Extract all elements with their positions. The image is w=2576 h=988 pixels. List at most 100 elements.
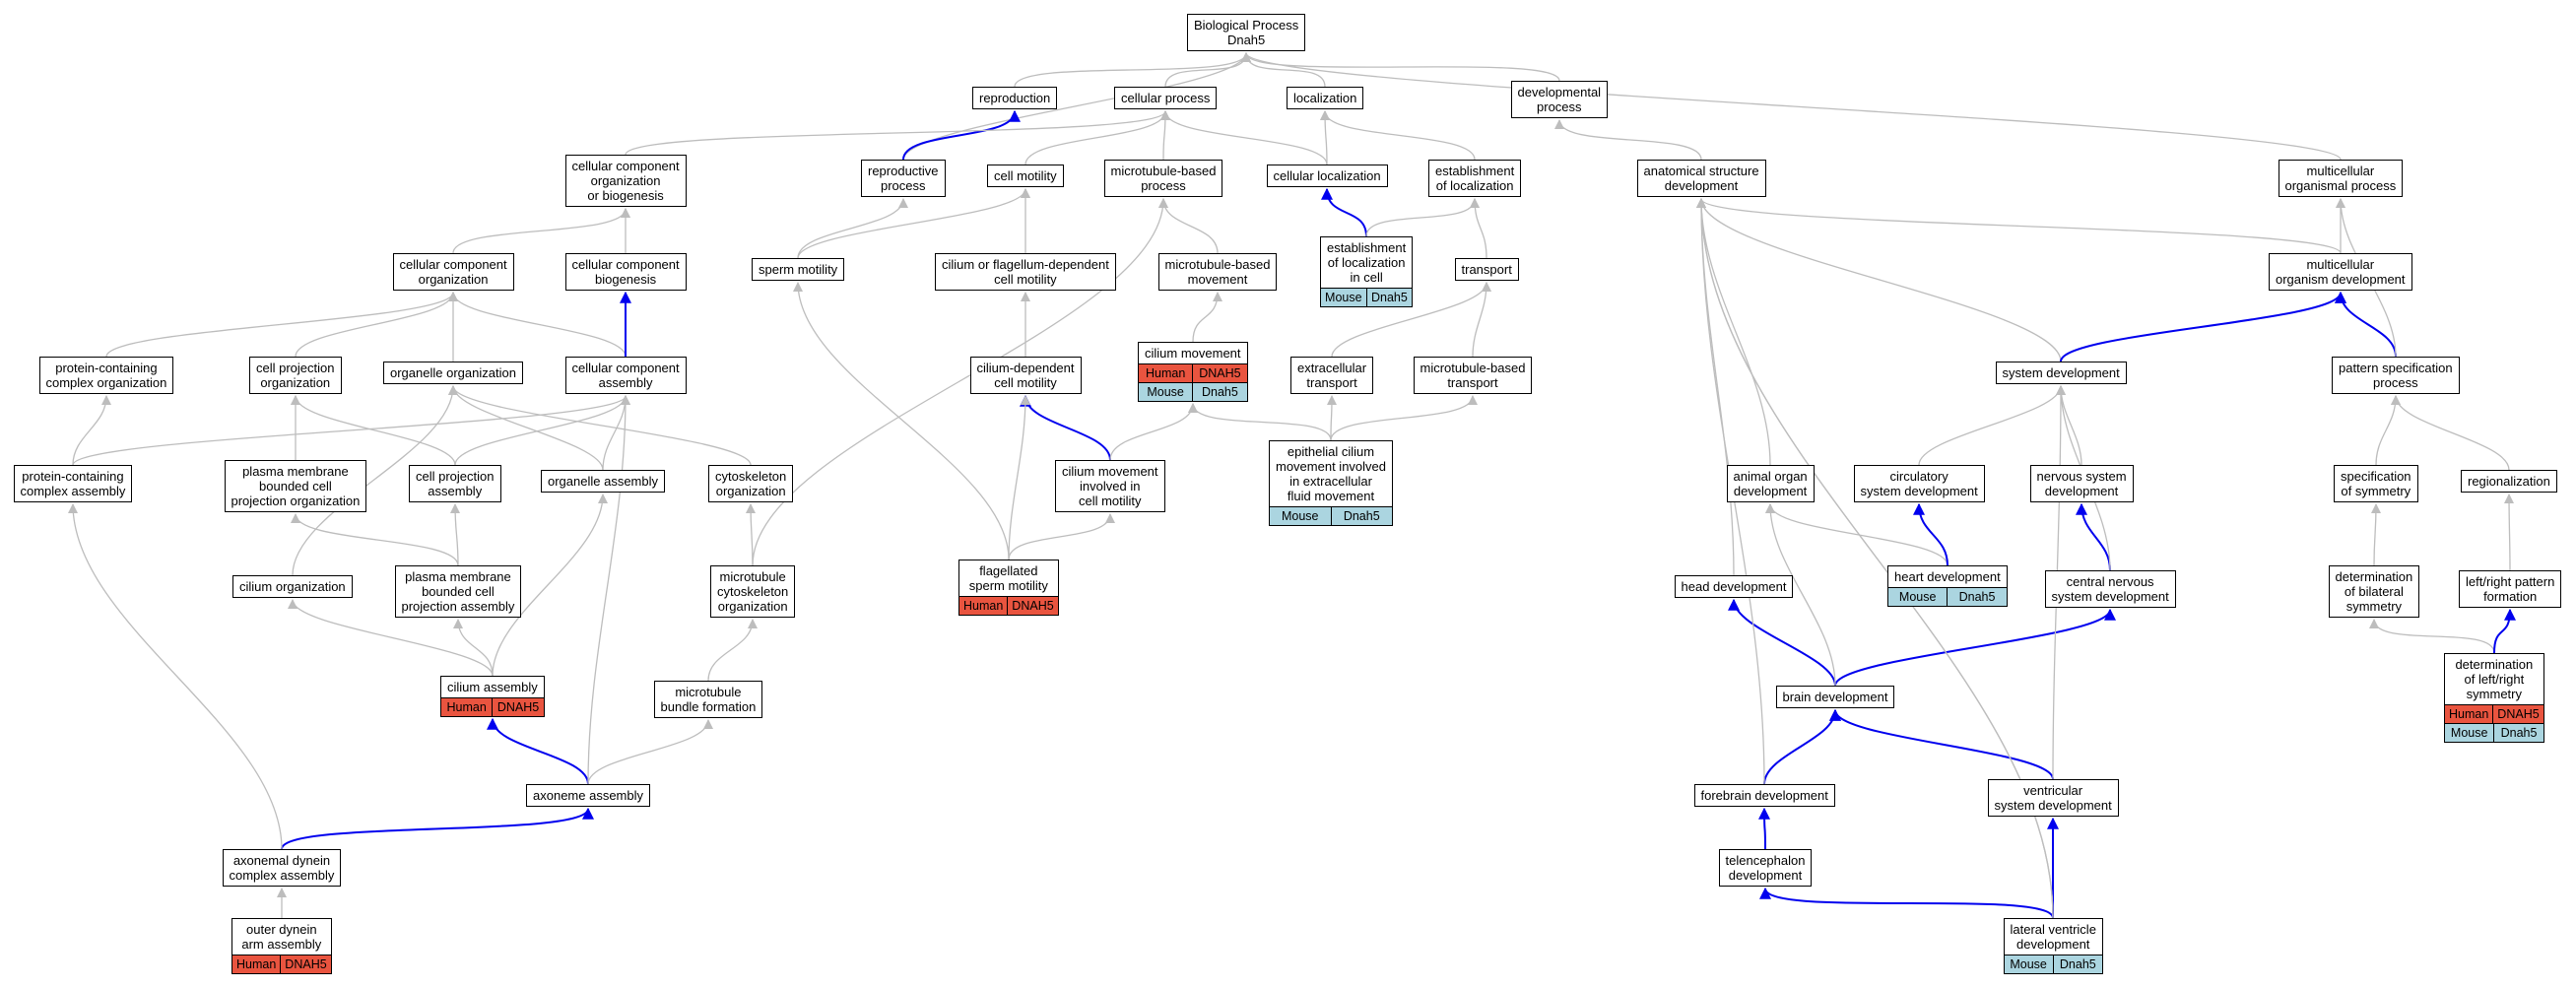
go-term-determination-bilateral-symmetry[interactable]: determination of bilateral symmetry (2328, 565, 2420, 618)
go-term-cilium-organization[interactable]: cilium organization (232, 575, 353, 598)
go-term-cilium-dep-cell-motility[interactable]: cilium-dependent cell motility (969, 357, 1082, 394)
go-term-reproduction[interactable]: reproduction (972, 87, 1058, 109)
go-term-label: protein-containing complex organization (45, 361, 167, 390)
gene-symbol-badge: Dnah5 (1365, 289, 1413, 306)
go-term-pm-bounded-cell-proj-org[interactable]: plasma membrane bounded cell projection … (224, 460, 367, 512)
go-term-multicellular-organism-dev[interactable]: multicellular organism development (2269, 253, 2412, 291)
edge-pm-bounded-cell-proj-assembly-to-pm-bounded-cell-proj-org (291, 513, 459, 566)
go-term-circulatory-system-dev[interactable]: circulatory system development (1853, 465, 1985, 502)
go-term-protein-containing-complex-assembly[interactable]: protein-containing complex assembly (13, 465, 133, 502)
go-term-epithelial-cilium-movement[interactable]: epithelial cilium movement involved in e… (1269, 440, 1393, 526)
go-term-label: lateral ventricle development (2010, 922, 2096, 952)
go-term-cc-biogenesis[interactable]: cellular component biogenesis (564, 253, 687, 291)
go-term-pm-bounded-cell-proj-assembly[interactable]: plasma membrane bounded cell projection … (394, 565, 522, 618)
go-term-regionalization[interactable]: regionalization (2461, 470, 2557, 493)
edge-microtubule-based-transport-to-transport (1472, 282, 1491, 358)
edge-developmental-process-to-root (1241, 52, 1560, 82)
go-term-cell-projection-org[interactable]: cell projection organization (249, 357, 342, 394)
go-term-brain-dev[interactable]: brain development (1775, 686, 1895, 708)
species-badge: Human (232, 955, 281, 973)
go-term-telencephalon-dev[interactable]: telencephalon development (1718, 849, 1813, 887)
go-term-left-right-pattern[interactable]: left/right pattern formation (2459, 570, 2562, 608)
go-term-label: determination of left/right symmetry (2455, 657, 2534, 701)
edge-heart-dev-to-circulatory-system-dev (1913, 502, 1949, 566)
go-term-reproductive-process[interactable]: reproductive process (861, 160, 946, 197)
edge-cilium-assembly-to-pm-bounded-cell-proj-assembly (453, 619, 494, 677)
species-badge: Mouse (1888, 588, 1948, 606)
go-term-forebrain-dev[interactable]: forebrain development (1693, 784, 1835, 807)
edge-forebrain-dev-to-brain-dev (1763, 708, 1841, 785)
species-badge: Mouse (1270, 507, 1331, 525)
go-term-label: system development (2002, 365, 2120, 380)
edge-establishment-loc-in-cell-to-cellular-localization (1321, 187, 1367, 237)
go-term-microtubule-bundle-formation[interactable]: microtubule bundle formation (653, 681, 763, 718)
go-term-protein-containing-complex-org[interactable]: protein-containing complex organization (38, 357, 174, 394)
go-term-head-dev[interactable]: head development (1674, 575, 1794, 598)
edge-cell-projection-org-to-cc-organization (295, 292, 458, 358)
go-term-cellular-process[interactable]: cellular process (1114, 87, 1218, 109)
go-term-animal-organ-dev[interactable]: animal organ development (1726, 465, 1815, 502)
go-term-microtubule-cytoskeleton-org[interactable]: microtubule cytoskeleton organization (710, 565, 796, 618)
go-term-label: microtubule cytoskeleton organization (717, 569, 789, 614)
go-term-microtubule-based-transport[interactable]: microtubule-based transport (1413, 357, 1533, 394)
go-term-extracellular-transport[interactable]: extracellular transport (1290, 357, 1374, 394)
go-term-cc-organization[interactable]: cellular component organization (392, 253, 514, 291)
edge-circulatory-system-dev-to-system-dev (1918, 385, 2066, 466)
go-term-cell-projection-assembly[interactable]: cell projection assembly (409, 465, 501, 502)
go-term-organelle-assembly[interactable]: organelle assembly (541, 470, 666, 493)
go-term-label: multicellular organismal process (2284, 164, 2397, 193)
go-term-cell-motility[interactable]: cell motility (987, 165, 1064, 187)
go-term-organelle-org[interactable]: organelle organization (383, 362, 523, 384)
edge-cilium-assembly-to-organelle-assembly (492, 494, 608, 677)
go-term-label: cellular process (1121, 91, 1211, 105)
go-term-cns-dev[interactable]: central nervous system development (2044, 570, 2176, 608)
go-term-pattern-specification[interactable]: pattern specification process (2332, 357, 2460, 394)
go-term-cilium-flagellum-dep-motility[interactable]: cilium or flagellum-dependent cell motil… (935, 253, 1116, 291)
go-term-transport[interactable]: transport (1454, 258, 1519, 281)
edge-flagellated-sperm-motility-to-cilium-dep-cell-motility (1008, 395, 1030, 560)
go-term-developmental-process[interactable]: developmental process (1510, 81, 1609, 118)
go-term-nervous-system-dev[interactable]: nervous system development (2029, 465, 2134, 502)
go-term-microtubule-based-movement[interactable]: microtubule-based movement (1157, 253, 1278, 291)
edge-cell-projection-assembly-to-cell-projection-org (291, 395, 456, 466)
go-term-cellular-localization[interactable]: cellular localization (1266, 165, 1388, 187)
go-term-system-dev[interactable]: system development (1995, 362, 2127, 384)
go-term-cc-assembly[interactable]: cellular component assembly (564, 357, 687, 394)
go-term-establishment-localization[interactable]: establishment of localization (1428, 160, 1522, 197)
go-term-cytoskeleton-org[interactable]: cytoskeleton organization (708, 465, 794, 502)
go-term-cc-org-biogenesis[interactable]: cellular component organization or bioge… (564, 155, 687, 207)
go-term-axoneme-assembly[interactable]: axoneme assembly (526, 784, 650, 807)
go-term-ventricular-system-dev[interactable]: ventricular system development (1987, 779, 2119, 817)
go-term-specification-symmetry[interactable]: specification of symmetry (2334, 465, 2418, 502)
go-term-root[interactable]: Biological Process Dnah5 (1187, 14, 1306, 51)
go-term-anatomical-structure-dev[interactable]: anatomical structure development (1636, 160, 1766, 197)
go-term-cilium-movement-in-motility[interactable]: cilium movement involved in cell motilit… (1055, 460, 1165, 512)
edge-establishment-loc-in-cell-to-establishment-localization (1365, 198, 1480, 237)
go-term-label: cilium movement (1145, 346, 1241, 361)
edge-regionalization-to-pattern-specification (2391, 395, 2510, 471)
go-term-label: developmental process (1517, 85, 1602, 114)
go-term-label: cell projection organization (256, 361, 335, 390)
edge-microtubule-bundle-formation-to-microtubule-cytoskeleton-org (707, 619, 758, 682)
edge-multicellular-organismal-process-to-root (1241, 52, 2342, 161)
gene-symbol-badge: Dnah5 (1192, 383, 1247, 401)
edge-pm-bounded-cell-proj-assembly-to-cell-projection-assembly (450, 503, 461, 566)
go-term-axonemal-dynein-assembly[interactable]: axonemal dynein complex assembly (222, 849, 342, 887)
go-term-multicellular-organismal-process[interactable]: multicellular organismal process (2278, 160, 2404, 197)
go-term-microtubule-based-process[interactable]: microtubule-based process (1103, 160, 1223, 197)
edge-determination-bilateral-symmetry-to-specification-symmetry (2370, 503, 2381, 566)
go-term-localization[interactable]: localization (1287, 87, 1364, 109)
edge-sperm-motility-to-cell-motility (797, 188, 1030, 259)
go-term-label: Biological Process Dnah5 (1194, 18, 1299, 47)
edge-cellular-localization-to-cellular-process (1160, 110, 1328, 165)
go-term-sperm-motility[interactable]: sperm motility (752, 258, 845, 281)
